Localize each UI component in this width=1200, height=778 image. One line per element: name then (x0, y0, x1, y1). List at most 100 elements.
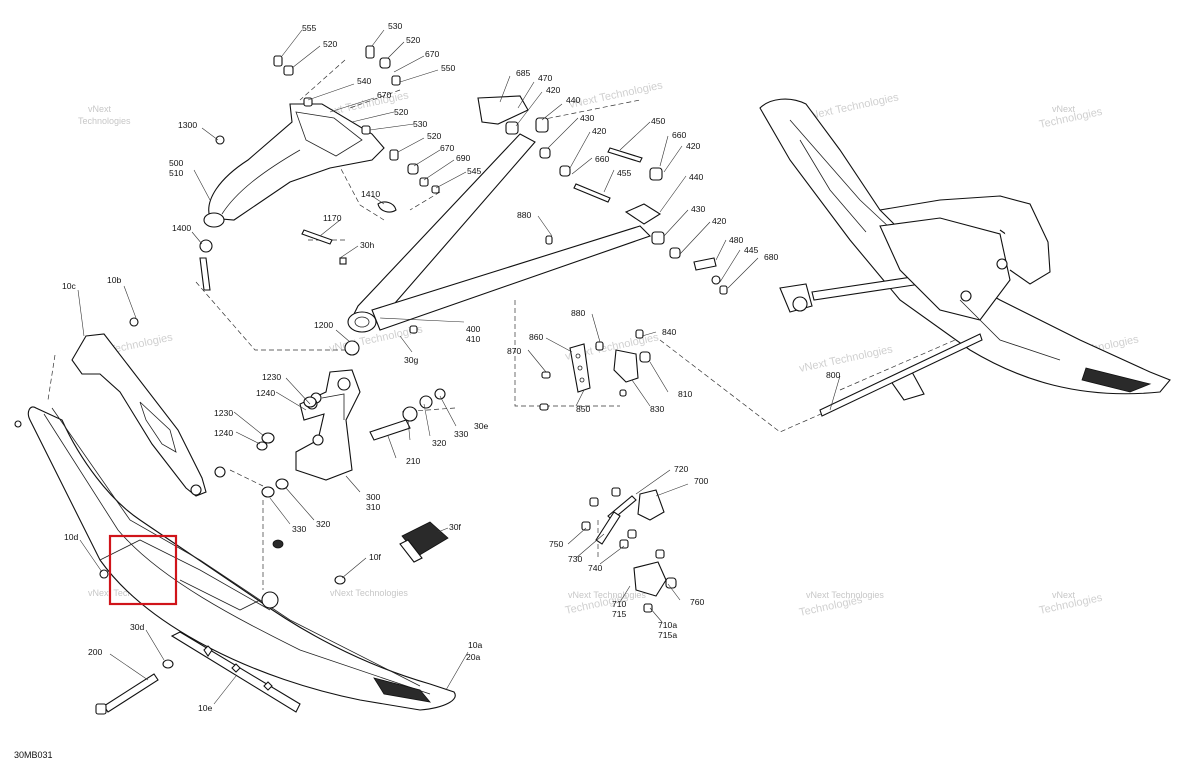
upper-a-arm (199, 103, 385, 291)
callout-440: 440 (566, 95, 581, 105)
callout-450: 450 (651, 116, 666, 126)
callout-680: 680 (764, 252, 779, 262)
callout-1230: 1230 (214, 408, 233, 418)
callout-715: 715 (612, 609, 627, 619)
callout-1240: 1240 (214, 428, 233, 438)
diagram-code: 30MB031 (14, 750, 53, 760)
callout-420: 420 (592, 126, 607, 136)
assembled-ski-suspension (759, 98, 1171, 417)
radius-rod (344, 95, 728, 356)
callout-660: 660 (595, 154, 610, 164)
callout-540: 540 (357, 76, 372, 86)
watermark: vNext (1052, 104, 1076, 114)
callout-720: 720 (674, 464, 689, 474)
callout-1410: 1410 (361, 189, 380, 199)
callout-670: 670 (425, 49, 440, 59)
upper-hardware (273, 45, 440, 265)
callout-530: 530 (388, 21, 403, 31)
callout-320: 320 (316, 519, 331, 529)
callout-1400: 1400 (172, 223, 191, 233)
highlight-box (108, 534, 178, 606)
callout-200: 200 (88, 647, 103, 657)
callout-710: 710 (612, 599, 627, 609)
callout-10e: 10e (198, 703, 213, 713)
callout-430: 430 (691, 204, 706, 214)
callout-30f: 30f (449, 522, 462, 532)
callout-420: 420 (686, 141, 701, 151)
callout-700: 700 (694, 476, 709, 486)
callout-30d: 30d (130, 622, 145, 632)
callout-880: 880 (517, 210, 532, 220)
callout-760: 760 (690, 597, 705, 607)
watermark: vNext Technologies (88, 588, 166, 598)
watermark: vNext (1052, 590, 1076, 600)
callout-445: 445 (744, 245, 759, 255)
callout-20a: 20a (466, 652, 481, 662)
callout-1170: 1170 (323, 213, 342, 223)
callout-10a: 10a (468, 640, 483, 650)
callout-330: 330 (454, 429, 469, 439)
callout-545: 545 (467, 166, 482, 176)
spindle (256, 369, 446, 498)
callout-520: 520 (406, 35, 421, 45)
callout-870: 870 (507, 346, 522, 356)
callout-670: 670 (440, 143, 455, 153)
callout-660: 660 (672, 130, 687, 140)
callout-555: 555 (302, 23, 317, 33)
ski-pad (399, 521, 449, 563)
callout-530: 530 (413, 119, 428, 129)
callout-670: 670 (377, 90, 392, 100)
callout-330: 330 (292, 524, 307, 534)
watermark: vNext Technologies (330, 588, 408, 598)
callout-420: 420 (546, 85, 561, 95)
ski-bolt (95, 659, 174, 715)
watermark: vNext Technologies (804, 91, 900, 123)
callout-420: 420 (712, 216, 727, 226)
callout-210: 210 (406, 456, 421, 466)
callout-455: 455 (617, 168, 632, 178)
callout-810: 810 (678, 389, 693, 399)
callout-labels: 555 520 530 520 670 550 540 670 520 530 … (62, 21, 841, 713)
callout-730: 730 (568, 554, 583, 564)
callout-750: 750 (549, 539, 564, 549)
callout-860: 860 (529, 332, 544, 342)
callout-800: 800 (826, 370, 841, 380)
callout-430: 430 (580, 113, 595, 123)
ski-handle (71, 317, 226, 497)
callout-410: 410 (466, 334, 481, 344)
callout-740: 740 (588, 563, 603, 573)
ski-body (14, 406, 456, 711)
callout-850: 850 (576, 404, 591, 414)
callout-715a: 715a (658, 630, 677, 640)
callout-690: 690 (456, 153, 471, 163)
callout-30g: 30g (404, 355, 419, 365)
watermark: vNext Technologies (798, 343, 894, 375)
ski-nuts (99, 539, 346, 585)
callout-510: 510 (169, 168, 184, 178)
callout-30h: 30h (360, 240, 375, 250)
callout-30e: 30e (474, 421, 489, 431)
callout-10b: 10b (107, 275, 122, 285)
callout-10c: 10c (62, 281, 77, 291)
watermark: vNext Technologies (806, 590, 884, 600)
callout-880: 880 (571, 308, 586, 318)
watermark: vNext Technologies (568, 79, 664, 111)
callout-520: 520 (394, 107, 409, 117)
assembly-dash-lines (47, 59, 956, 590)
callout-440: 440 (689, 172, 704, 182)
callout-550: 550 (441, 63, 456, 73)
watermark: Technologies (78, 116, 131, 126)
callout-1240: 1240 (256, 388, 275, 398)
watermark: vNext Technologies (568, 590, 646, 600)
callout-1230: 1230 (262, 372, 281, 382)
ski-runner (170, 631, 301, 713)
callout-840: 840 (662, 327, 677, 337)
callout-830: 830 (650, 404, 665, 414)
callout-10d: 10d (64, 532, 79, 542)
callout-310: 310 (366, 502, 381, 512)
callout-520: 520 (427, 131, 442, 141)
callout-470: 470 (538, 73, 553, 83)
callout-1300: 1300 (178, 120, 197, 130)
callout-520: 520 (323, 39, 338, 49)
